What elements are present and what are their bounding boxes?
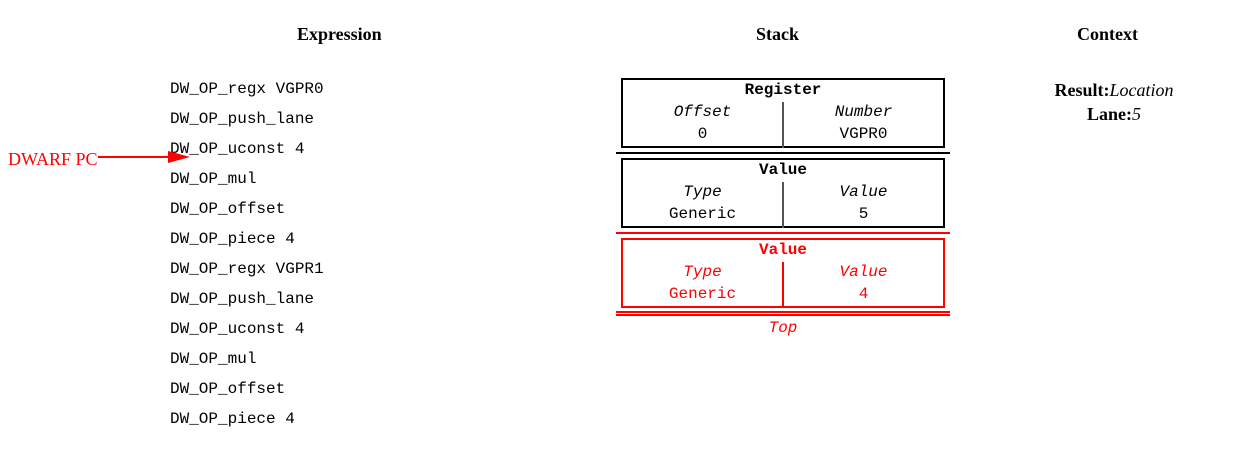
page-title-context: Context [1077,24,1138,44]
stack-column-header: Number [834,103,893,121]
stack-cell-value: Generic [622,284,784,307]
context-row-key: Lane: [1087,104,1132,124]
expression-line: DW_OP_regx VGPR1 [170,260,324,278]
expression-line: DW_OP_uconst 4 [170,320,305,338]
stack-entry-title: Value [758,241,807,259]
dwarf-pc-label: DWARF PC [8,148,98,169]
expression-line: DW_OP_offset [170,200,286,218]
stack-entry-separator [616,232,950,234]
stack-column-header: Type [622,262,784,284]
expression-line: DW_OP_piece 4 [170,410,295,428]
stack-entry-separator [616,152,950,154]
expression-line: DW_OP_mul [170,170,257,188]
stack-entry-title: Value [758,161,807,179]
dwarf-pc-pointer: DWARF PC [8,146,190,172]
arrow-right-icon [97,150,190,169]
page-title-stack: Stack [756,24,800,44]
expression-line: DW_OP_push_lane [170,290,315,308]
context-row: Result:Location [1014,78,1214,102]
expression-line: DW_OP_uconst 4 [170,140,305,158]
stack-entry-title: Register [744,81,822,99]
stack-column-header: Offset [622,102,784,124]
stack-column-header: Value [839,263,888,281]
stack-bottom-rule [616,311,950,316]
expression-line: DW_OP_push_lane [170,110,315,128]
stack-top-label: Top [768,319,798,337]
page-title-expression: Expression [297,24,382,44]
expression-line: DW_OP_offset [170,380,286,398]
context-row-value: 5 [1132,104,1141,124]
stack-cell-value: 4 [858,285,869,303]
context-row: Lane:5 [1014,102,1214,126]
context-row-value: Location [1109,80,1174,100]
stack-column-header: Value [839,183,888,201]
stack-cell-value: VGPR0 [839,125,888,143]
stack-column-header: Type [622,182,784,204]
stack-cell-value: Generic [622,204,784,227]
stack-cell-value: 0 [622,124,784,147]
expression-line: DW_OP_mul [170,350,257,368]
stack-cell-value: 5 [858,205,869,223]
context-row-key: Result: [1054,80,1110,100]
expression-line: DW_OP_regx VGPR0 [170,80,324,98]
expression-line: DW_OP_piece 4 [170,230,295,248]
